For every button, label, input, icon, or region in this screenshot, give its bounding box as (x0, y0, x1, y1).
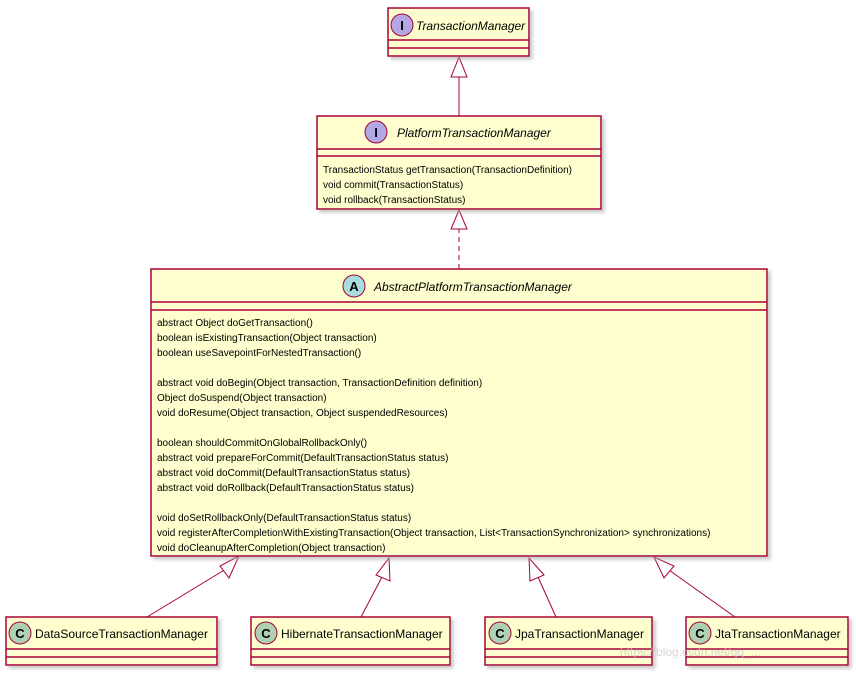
class-name: HibernateTransactionManager (281, 627, 443, 641)
generalization-arrowhead (652, 555, 675, 579)
method-line: void doCleanupAfterCompletion(Object tra… (157, 543, 385, 554)
class-name: PlatformTransactionManager (397, 126, 552, 140)
class-box-jpa-transaction-manager[interactable]: C JpaTransactionManager (484, 616, 653, 666)
class-box-platform-transaction-manager[interactable]: I PlatformTransactionManager Transaction… (316, 115, 602, 210)
class-name: TransactionManager (416, 19, 526, 33)
class-box-datasource-transaction-manager[interactable]: C DataSourceTransactionManager (5, 616, 218, 666)
method-line: boolean useSavepointForNestedTransaction… (157, 348, 361, 359)
class-badge-icon (254, 621, 278, 645)
edge-datasource-to-abstract (146, 568, 227, 618)
edge-jta-to-abstract (668, 569, 736, 618)
class-box-transaction-manager[interactable]: I TransactionManager (387, 7, 530, 57)
method-line: void doSetRollbackOnly(DefaultTransactio… (157, 513, 411, 524)
abstract-badge-letter: A (349, 279, 359, 294)
class-badge-letter: C (495, 626, 505, 641)
interface-badge-letter: I (374, 125, 378, 140)
abstract-badge-icon (342, 274, 366, 298)
class-badge-letter: C (15, 626, 25, 641)
class-name: AbstractPlatformTransactionManager (373, 280, 573, 294)
interface-badge-letter: I (400, 18, 404, 33)
class-badge-icon (488, 621, 512, 645)
method-line: abstract void prepareForCommit(DefaultTr… (157, 453, 448, 464)
interface-badge-icon (390, 13, 414, 37)
method-line: abstract void doRollback(DefaultTransact… (157, 483, 414, 494)
class-badge-icon (688, 621, 712, 645)
class-box-jta-transaction-manager[interactable]: C JtaTransactionManager (685, 616, 849, 666)
method-line: TransactionStatus getTransaction(Transac… (323, 165, 572, 176)
realization-arrowhead (450, 208, 468, 230)
class-badge-letter: C (261, 626, 271, 641)
method-line: abstract Object doGetTransaction() (157, 318, 313, 329)
generalization-arrowhead (450, 55, 468, 78)
generalization-arrowhead (219, 554, 241, 579)
edge-hibernate-to-abstract (360, 576, 383, 618)
generalization-arrowhead (375, 556, 391, 582)
method-line: void doResume(Object transaction, Object… (157, 408, 448, 419)
class-name: JpaTransactionManager (515, 627, 644, 641)
class-badge-letter: C (695, 626, 705, 641)
watermark-text: https://blog.csdn.net/qq_... (620, 645, 761, 659)
method-line: boolean isExistingTransaction(Object tra… (157, 333, 377, 344)
method-line: abstract void doCommit(DefaultTransactio… (157, 468, 410, 479)
method-line: boolean shouldCommitOnGlobalRollbackOnly… (157, 438, 367, 449)
generalization-arrowhead (528, 556, 545, 582)
method-line: void commit(TransactionStatus) (323, 180, 463, 191)
interface-badge-icon (364, 120, 388, 144)
method-line: Object doSuspend(Object transaction) (157, 393, 327, 404)
class-box-hibernate-transaction-manager[interactable]: C HibernateTransactionManager (250, 616, 451, 666)
class-name: DataSourceTransactionManager (35, 627, 208, 641)
method-line: abstract void doBegin(Object transaction… (157, 378, 482, 389)
edges (146, 55, 736, 618)
class-box-abstract-platform-transaction-manager[interactable]: A AbstractPlatformTransactionManager abs… (150, 268, 768, 557)
method-line: void rollback(TransactionStatus) (323, 195, 465, 206)
edge-jpa-to-abstract (537, 576, 557, 618)
method-line: void registerAfterCompletionWithExisting… (157, 528, 710, 539)
class-badge-icon (8, 621, 32, 645)
class-name: JtaTransactionManager (715, 627, 841, 641)
